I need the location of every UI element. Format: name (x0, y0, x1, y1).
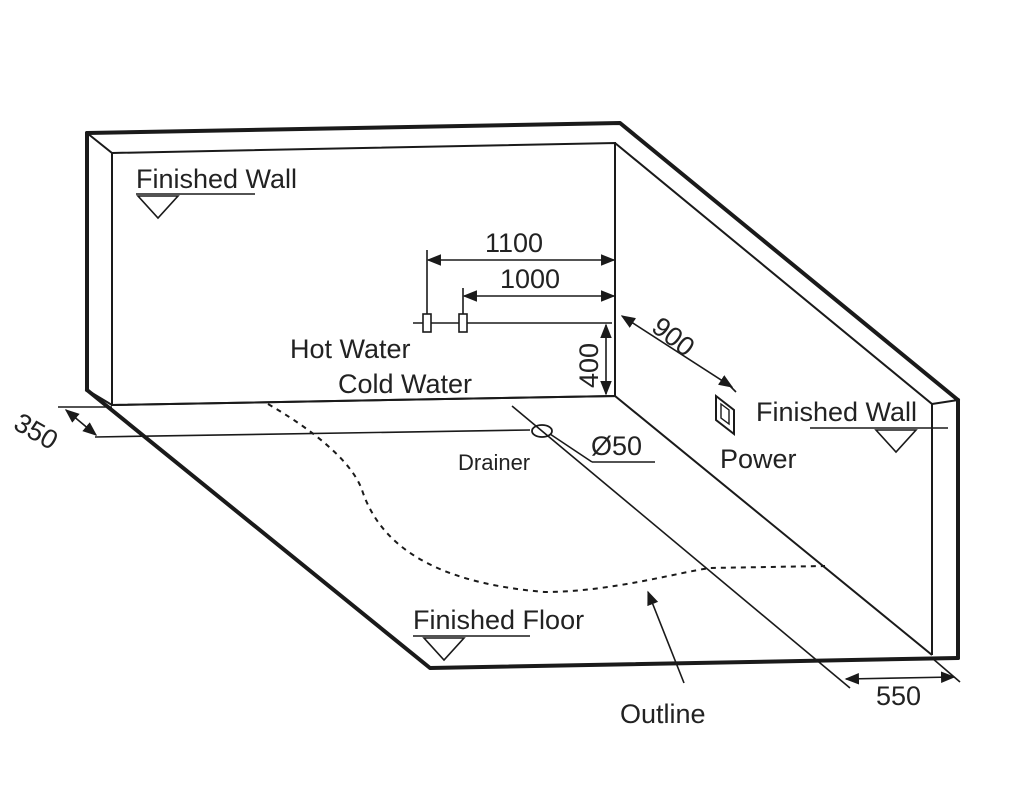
hot-water-label: Hot Water (290, 334, 411, 364)
back-wall-top-edge (85, 121, 960, 402)
dim-line-550 (844, 671, 956, 685)
outline-label: Outline (620, 699, 706, 729)
dim-550-text: 550 (876, 681, 921, 711)
outline-leader (647, 590, 685, 684)
room-structure (85, 121, 960, 670)
side-wall-top-cap (931, 399, 959, 405)
power-dimension: 900 Power (620, 311, 797, 474)
dim-900-text: 900 (646, 311, 700, 362)
cold-water-valve-icon (458, 313, 468, 333)
power-socket-icon (715, 393, 735, 437)
finished-wall-back-level-marker (136, 195, 180, 220)
drain-diameter-leader (549, 433, 593, 463)
finished-floor-label: Finished Floor (413, 605, 584, 635)
dim-1000-text: 1000 (500, 264, 560, 294)
power-dim-tick (725, 381, 737, 393)
dim-550-ext-line (931, 657, 961, 683)
drain-centerline-diagonal (511, 405, 851, 689)
dim-350-text: 350 (9, 407, 63, 456)
finished-wall-side-label: Finished Wall (756, 397, 917, 427)
finished-wall-side-level-marker (874, 429, 918, 454)
bathtub-outline-curve (267, 403, 826, 594)
dim-350-group: 350 (9, 406, 112, 456)
power-socket-inner-icon (720, 402, 730, 426)
dim-line-900 (620, 315, 734, 388)
drainer-label: Drainer (458, 450, 530, 475)
dim-550-group: 550 (844, 657, 961, 711)
water-supply-dimensions: 1100 1000 400 Hot Water Cold Water (290, 228, 616, 399)
power-label: Power (720, 444, 797, 474)
dim-400-text: 400 (574, 343, 604, 388)
drain-group: Ø50 Drainer (94, 405, 851, 689)
floor-back-line (111, 394, 933, 656)
cold-water-label: Cold Water (338, 369, 472, 399)
drain-diameter-text: Ø50 (591, 431, 642, 461)
dim-1100-text: 1100 (485, 228, 543, 258)
drain-centerline-horizontal (94, 429, 531, 438)
floor-front-edge (85, 388, 960, 670)
finished-floor-level-marker (422, 637, 466, 662)
hot-water-valve-icon (422, 313, 432, 333)
finished-wall-back-label: Finished Wall (136, 164, 297, 194)
dim-line-350 (64, 409, 98, 436)
